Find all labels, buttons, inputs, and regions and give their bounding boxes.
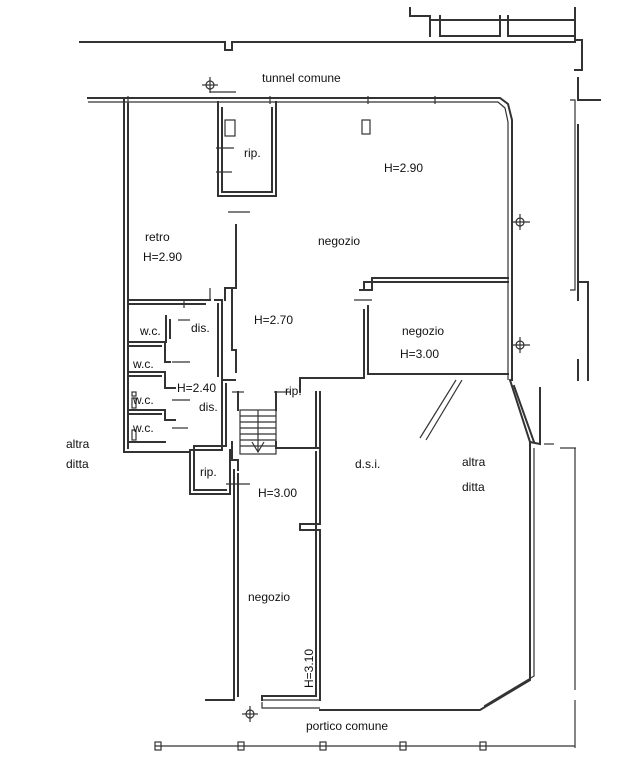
label-height-right: H=3.00	[400, 347, 439, 361]
label-negozio-low: negozio	[248, 590, 290, 604]
label-portico-comune: portico comune	[306, 719, 388, 733]
tunnel-wall	[87, 91, 513, 381]
label-dis-lower: dis.	[199, 400, 218, 414]
label-wc-1: w.c.	[139, 324, 161, 338]
retro-room-walls	[123, 99, 237, 453]
portico-line	[154, 448, 576, 751]
label-height-dis: H=2.40	[177, 381, 216, 395]
label-wc-2: w.c.	[132, 357, 154, 371]
label-dsi: d.s.i.	[355, 457, 380, 471]
right-door-angles	[319, 378, 576, 711]
label-ditta-right: ditta	[462, 480, 485, 494]
label-rip-mid: rip.	[285, 384, 302, 398]
label-retro: retro	[145, 230, 170, 244]
label-altra-left: altra	[66, 437, 90, 451]
label-wc-4: w.c.	[132, 421, 154, 435]
label-height-center: H=2.70	[254, 313, 293, 327]
label-rip-top: rip.	[244, 146, 261, 160]
label-tunnel-comune: tunnel comune	[262, 71, 341, 85]
label-rip-low: rip.	[200, 465, 217, 479]
top-right-structure	[79, 7, 601, 381]
survey-marker-right-2	[512, 337, 530, 353]
rip-closet-top	[216, 101, 371, 213]
label-altra-right: altra	[462, 455, 486, 469]
wc-block	[127, 288, 211, 443]
label-dis-upper: dis.	[191, 321, 210, 335]
label-height-main: H=2.90	[384, 161, 423, 175]
label-negozio-center: negozio	[318, 234, 360, 248]
survey-marker-right-1	[512, 214, 530, 230]
label-ditta-left: ditta	[66, 457, 89, 471]
survey-marker-bottom	[242, 706, 258, 722]
survey-marker-top	[202, 77, 218, 93]
label-wc-3: w.c.	[132, 393, 154, 407]
label-height-vertical: H=3.10	[302, 649, 316, 688]
staircase	[189, 379, 321, 495]
lower-negozio-walls	[205, 447, 321, 709]
label-negozio-right: negozio	[402, 324, 444, 338]
center-partitions	[231, 277, 509, 449]
label-height-retro: H=2.90	[143, 250, 182, 264]
label-height-low: H=3.00	[258, 486, 297, 500]
